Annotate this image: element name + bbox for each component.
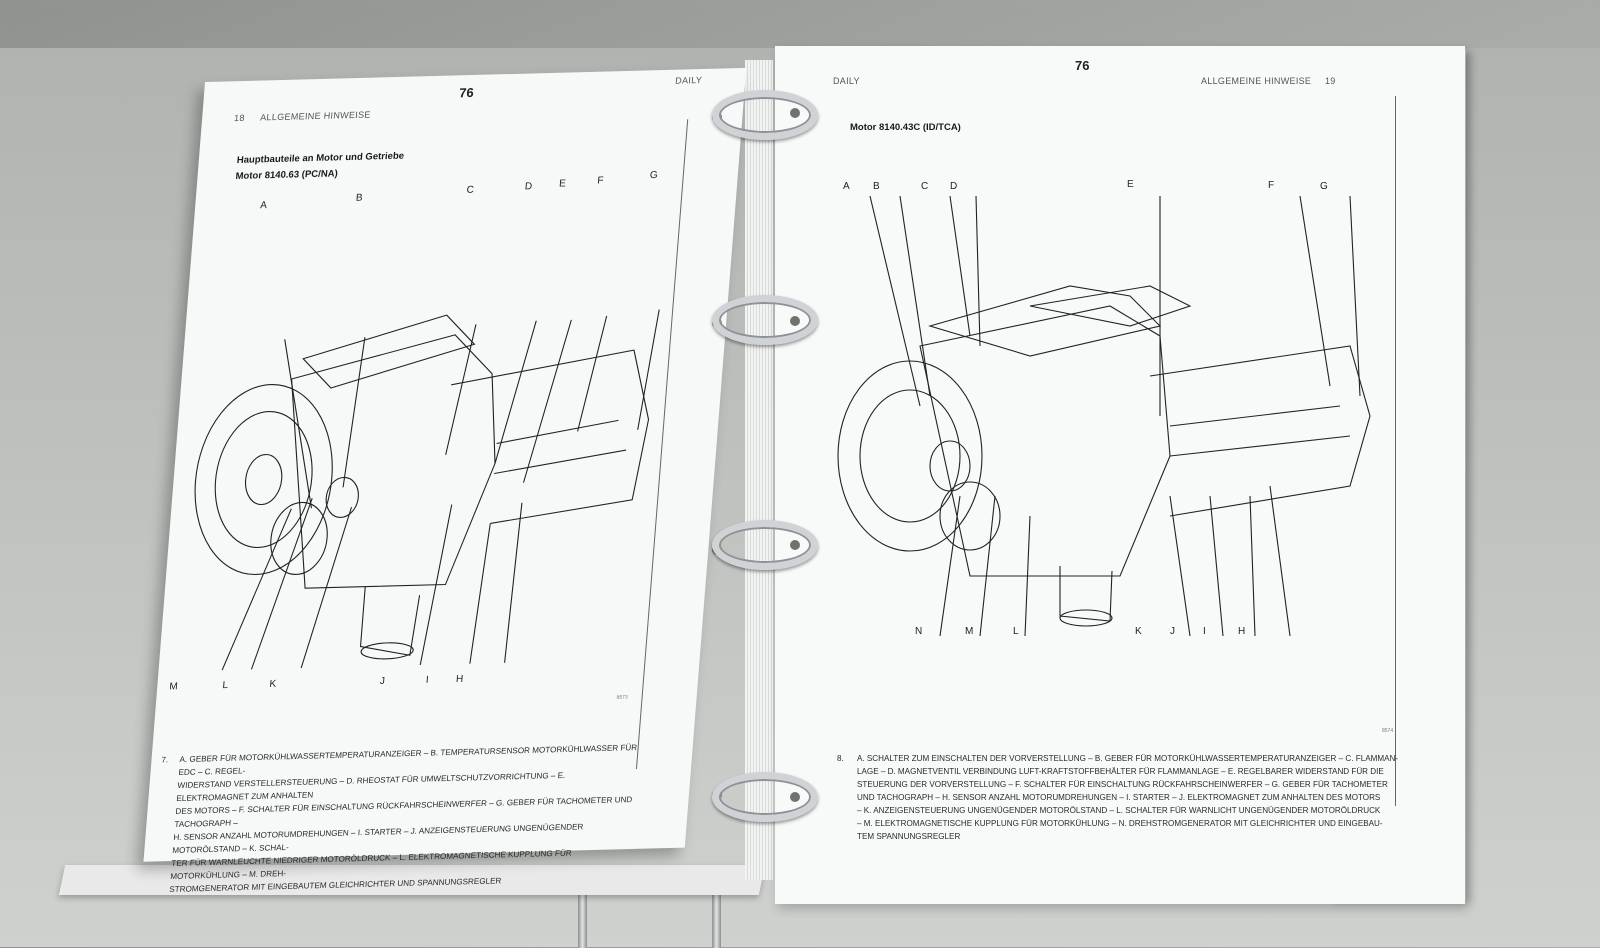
running-page-number: 19: [1325, 76, 1336, 86]
model-label: DAILY: [674, 74, 703, 86]
engine-drawing-left: [194, 309, 660, 672]
callout-label: I: [425, 674, 430, 686]
page-spine-stack: [745, 60, 773, 880]
callout-label: B: [355, 192, 364, 204]
callout-label: M: [168, 681, 179, 693]
page-number: 76: [458, 84, 475, 101]
running-head: ALLGEMEINE HINWEISE: [1201, 76, 1312, 86]
caption-number: 7.: [161, 755, 169, 765]
callout-label: L: [1013, 626, 1019, 637]
callout-label: H: [1238, 626, 1246, 637]
page-margin-rule: [1395, 96, 1396, 806]
callout-label: B: [873, 181, 880, 192]
binder-ring: [712, 90, 818, 140]
left-page: 76 18 ALLGEMEINE HINWEISE DAILY Hauptbau…: [143, 67, 747, 894]
callout-label: L: [221, 679, 229, 692]
callout-label: F: [596, 175, 604, 187]
callout-label: E: [558, 178, 567, 190]
motor-title: Motor 8140.63 (PC/NA): [235, 168, 339, 182]
model-label: DAILY: [833, 76, 860, 86]
engine-drawing-right: [837, 196, 1371, 636]
right-page: 76 DAILY ALLGEMEINE HINWEISE 19 Motor 81…: [775, 46, 1465, 904]
binder-ring: [712, 520, 818, 570]
running-page-number: 18: [233, 112, 246, 124]
motor-title: Motor 8140.43C (ID/TCA): [850, 122, 961, 133]
caption-text: A. GEBER FÜR MOTORKÜHLWASSERTEMPERATURAN…: [168, 743, 638, 894]
figure-id: 8573: [616, 694, 628, 701]
callout-label: J: [1170, 626, 1175, 637]
binder-ring: [712, 295, 818, 345]
callout-label: C: [921, 181, 929, 192]
callout-label: N: [915, 626, 923, 637]
callout-label: G: [1320, 181, 1328, 192]
callout-label: J: [379, 675, 386, 687]
callout-label: A: [843, 181, 850, 192]
section-title: Hauptbauteile an Motor und Getriebe: [236, 150, 405, 166]
callout-label: H: [455, 673, 464, 685]
callout-label: D: [524, 181, 533, 193]
page-number: 76: [1075, 58, 1090, 73]
callout-label: G: [649, 169, 658, 182]
caption-number: 8.: [837, 754, 844, 763]
callout-label: D: [950, 181, 958, 192]
figure-id: 8574: [1382, 728, 1394, 734]
caption-text: A. SCHALTER ZUM EINSCHALTEN DER VORVERST…: [857, 754, 1399, 841]
binder-post: [712, 878, 721, 948]
binder-post: [578, 878, 587, 948]
binder-ring: [712, 772, 818, 822]
callout-label: M: [965, 626, 974, 637]
callout-label: E: [1127, 179, 1134, 190]
running-head: ALLGEMEINE HINWEISE: [259, 109, 372, 123]
callout-label: K: [269, 678, 277, 690]
callout-label: F: [1268, 180, 1275, 191]
callout-label: I: [1203, 626, 1206, 637]
callout-label: C: [466, 184, 475, 196]
callout-label: K: [1135, 626, 1142, 637]
